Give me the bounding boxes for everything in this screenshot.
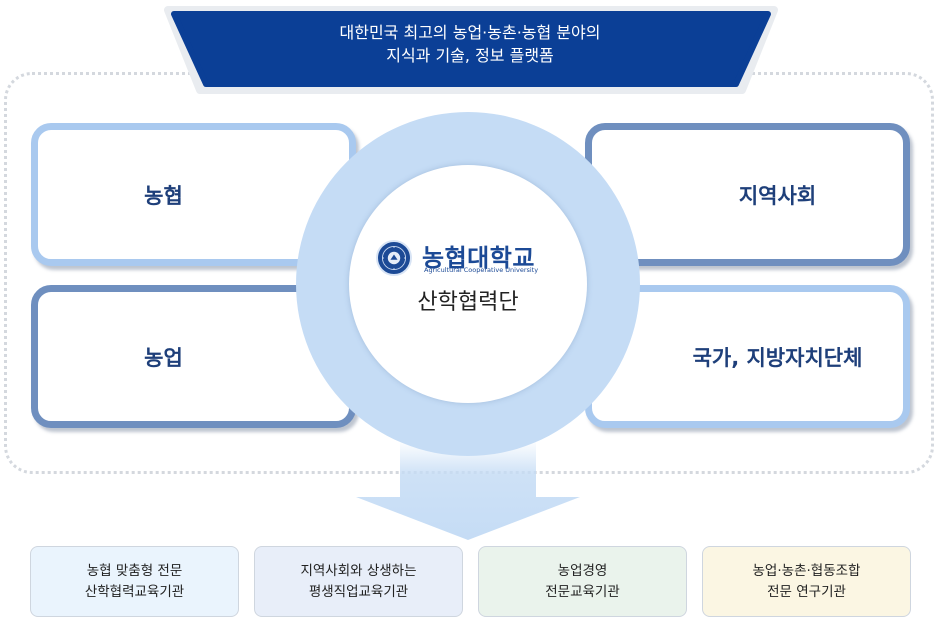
center-title: 산학협력단 [417, 290, 519, 315]
banner-line-1: 대한민국 최고의 농업·농촌·농협 분야의 [339, 23, 601, 42]
outcome-2-line-1: 지역사회와 상생하는 [300, 562, 417, 579]
university-seal-icon [376, 240, 412, 276]
outcome-3-line-2: 전문교육기관 [545, 583, 620, 600]
center-circle [349, 165, 587, 403]
box-agriculture-label: 농업 [144, 345, 183, 370]
outcome-box-4: 농업·농촌·협동조합 전문 연구기관 [702, 546, 911, 617]
outcome-3-line-1: 농업경영 [557, 562, 608, 579]
outcome-box-2: 지역사회와 상생하는 평생직업교육기관 [254, 546, 463, 617]
banner-line-2: 지식과 기술, 정보 플랫폼 [386, 46, 554, 65]
banner-text: 대한민국 최고의 농업·농촌·농협 분야의 지식과 기술, 정보 플랫폼 [200, 14, 740, 74]
outcome-4-line-1: 농업·농촌·협동조합 [752, 562, 861, 579]
outcome-1-line-1: 농협 맞춤형 전문 [86, 562, 183, 579]
university-name: 농협대학교 [422, 244, 535, 272]
university-english-name: Agricultural Cooperative University [424, 266, 539, 274]
box-government-label: 국가, 지방자치단체 [692, 345, 863, 370]
outcome-4-line-2: 전문 연구기관 [767, 583, 846, 600]
box-nonghyup-label: 농협 [144, 183, 183, 208]
box-government: 국가, 지방자치단체 [585, 285, 910, 428]
outcome-box-3: 농업경영 전문교육기관 [478, 546, 687, 617]
outcome-1-line-2: 산학협력교육기관 [84, 583, 185, 600]
outcome-2-line-2: 평생직업교육기관 [308, 583, 409, 600]
box-community-label: 지역사회 [738, 183, 817, 208]
outcome-box-1: 농협 맞춤형 전문 산학협력교육기관 [30, 546, 239, 617]
university-logo: 농협대학교 Agricultural Cooperative Universit… [376, 240, 566, 276]
banner-shape [164, 6, 778, 94]
